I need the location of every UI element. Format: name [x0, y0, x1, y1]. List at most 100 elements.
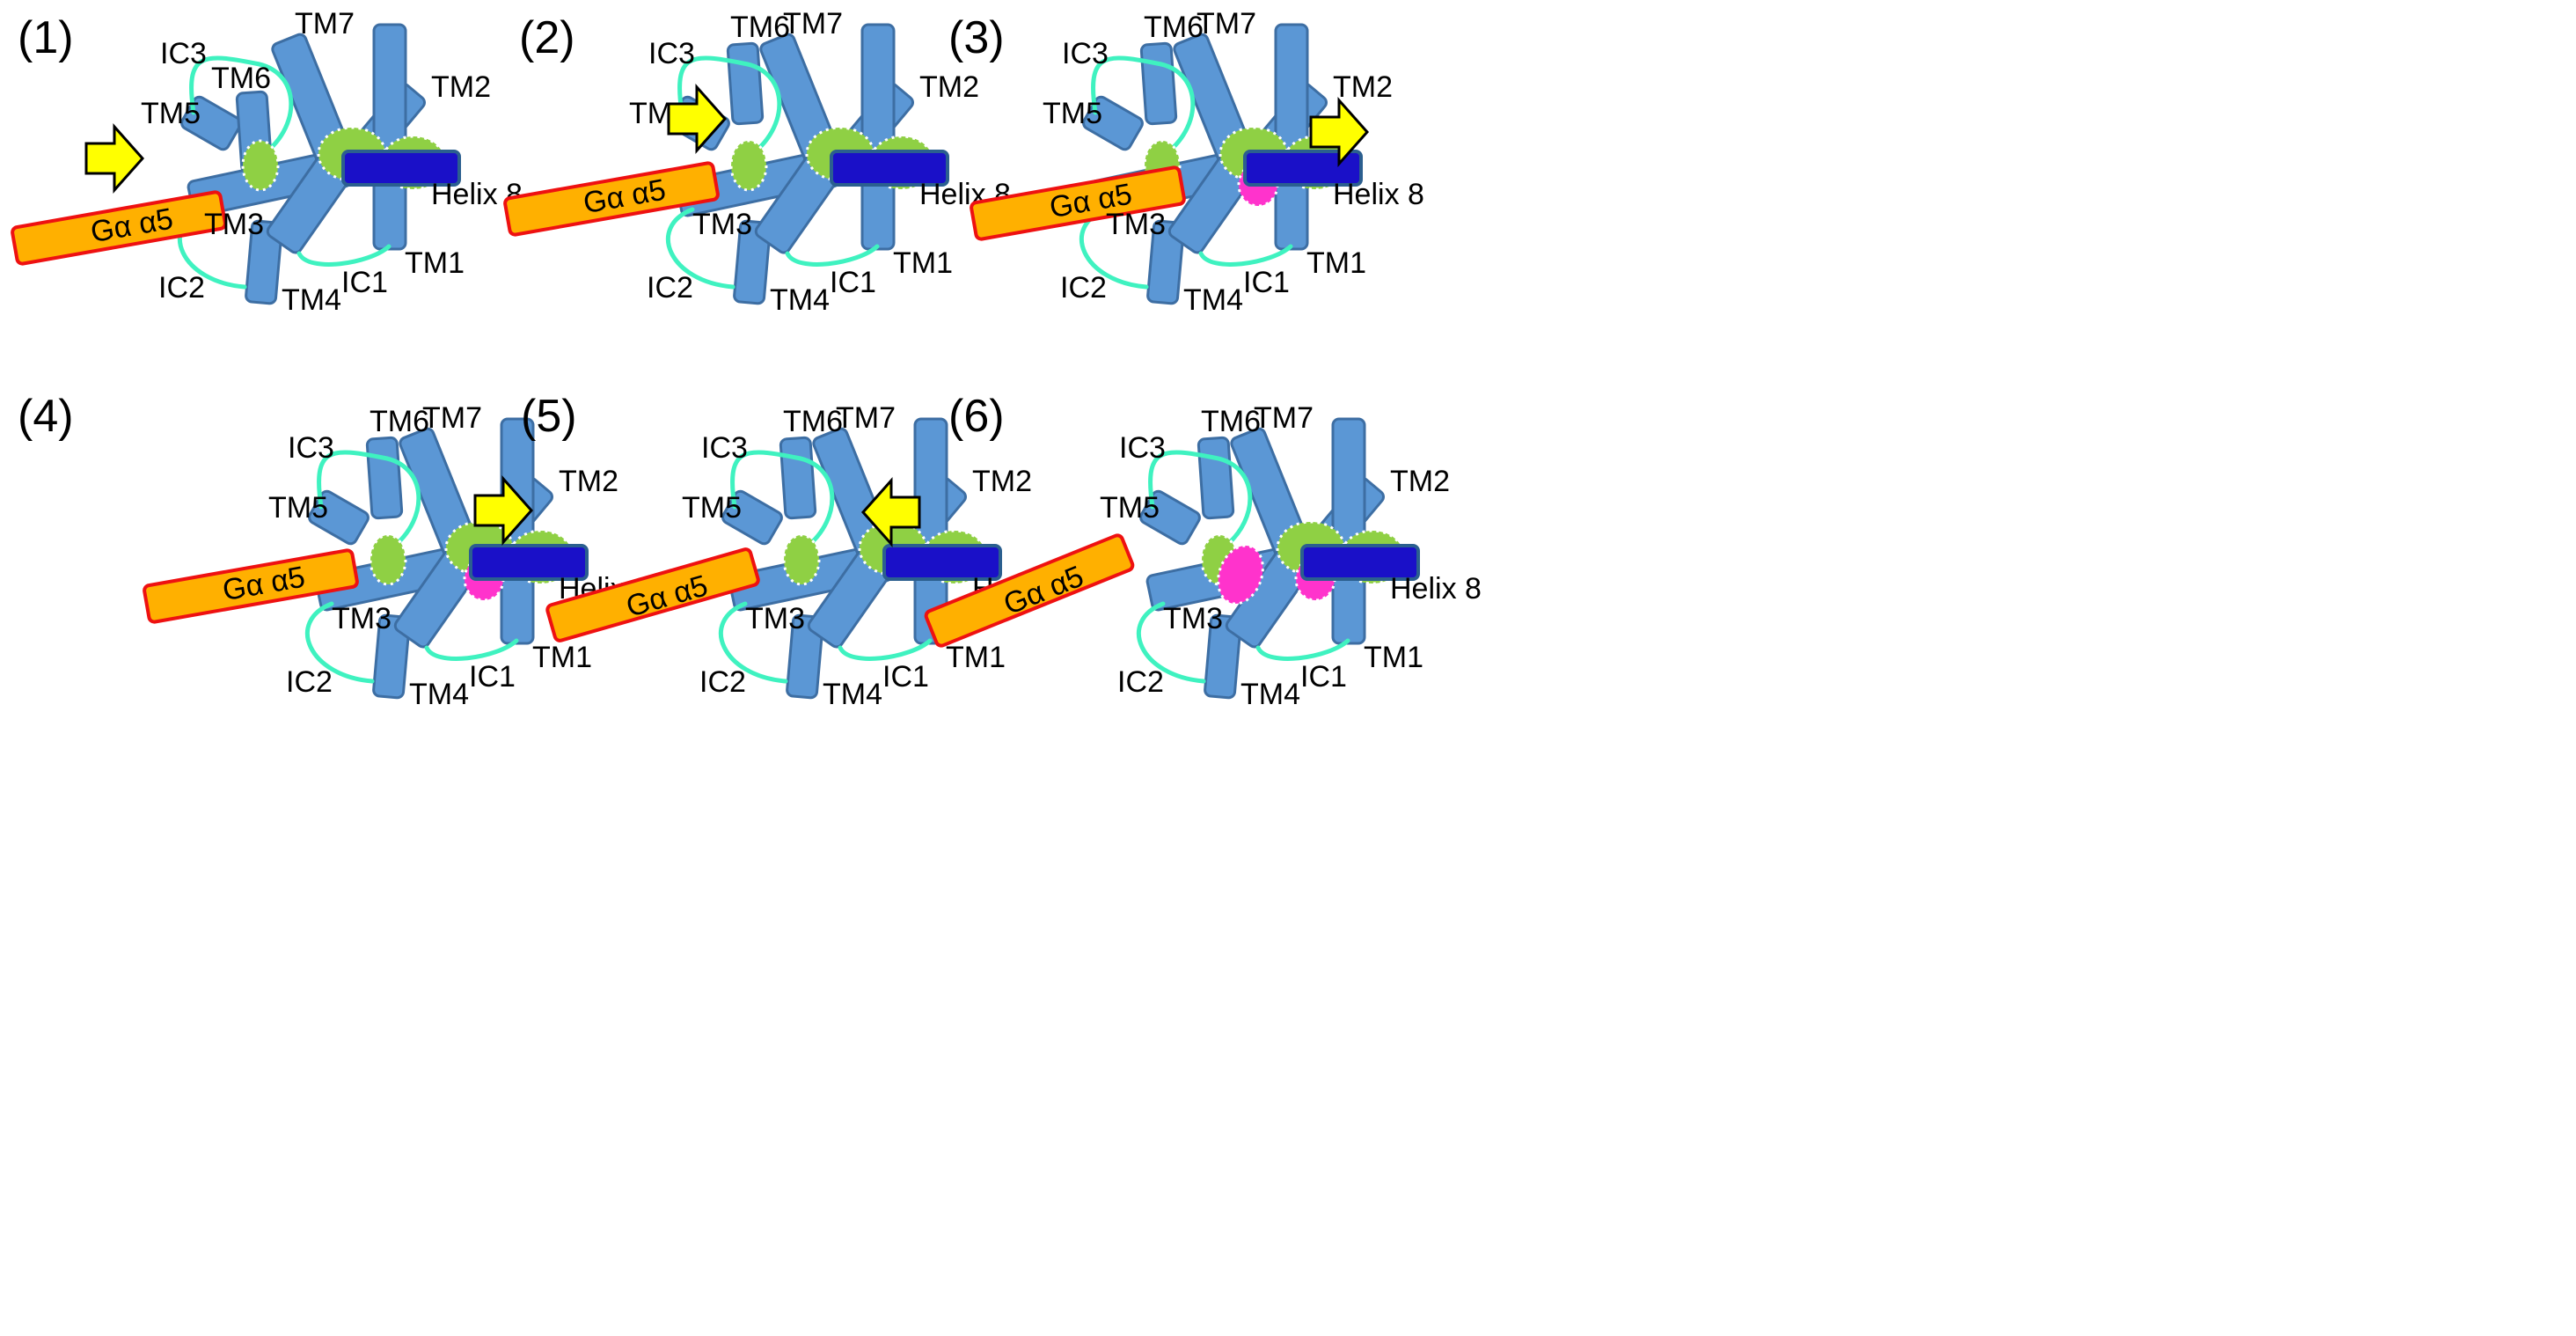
- yellow-arrow: [84, 123, 145, 194]
- tm5-helix: [1139, 489, 1201, 546]
- ic3-label: IC3: [288, 431, 334, 465]
- tm5-label: TM5: [1100, 491, 1160, 525]
- helix8-label: Helix 8: [1390, 572, 1482, 606]
- ic1-label: IC1: [882, 660, 929, 694]
- tm1-label: TM1: [532, 641, 592, 674]
- yellow-arrow: [1309, 97, 1370, 167]
- green-contact-blob: [369, 533, 407, 586]
- helix8-bar: [830, 150, 949, 187]
- galpha-a5-bar: [970, 165, 1186, 241]
- ic2-loop: [304, 601, 375, 684]
- tm5-label: TM5: [1043, 97, 1102, 130]
- panel-number: (4): [18, 391, 74, 442]
- tm4-helix: [733, 219, 772, 305]
- tm2-label: TM2: [972, 465, 1032, 498]
- panel-number: (6): [948, 391, 1005, 442]
- helix8-bar: [1300, 544, 1420, 581]
- tm3-label: TM3: [745, 602, 805, 635]
- tm4-label: TM4: [282, 283, 341, 317]
- ic2-loop: [665, 207, 735, 290]
- ic2-loop: [718, 601, 788, 684]
- yellow-arrow: [860, 477, 921, 547]
- tm3-label: TM3: [204, 208, 264, 241]
- ic1-loop: [1255, 638, 1350, 661]
- tm7-label: TM7: [783, 7, 843, 40]
- tm6-helix: [365, 436, 404, 520]
- ic2-label: IC2: [647, 271, 693, 305]
- tm1-label: TM1: [893, 246, 953, 280]
- tm6-helix: [1197, 436, 1235, 520]
- ic2-label: IC2: [1060, 271, 1107, 305]
- tm6-label: TM6: [783, 405, 843, 438]
- green-contact-blob: [782, 533, 821, 586]
- tm7-label: TM7: [295, 7, 355, 40]
- tm6-label: TM6: [370, 405, 429, 438]
- helix8-bar: [882, 544, 1002, 581]
- helix8-bar: [341, 150, 461, 187]
- tm5-helix: [1082, 95, 1144, 151]
- panel-number: (5): [521, 391, 577, 442]
- galpha-label: Gα α5: [88, 202, 175, 250]
- ic3-loop: [677, 55, 782, 157]
- tm4-helix: [786, 613, 824, 700]
- tm2-label: TM2: [1333, 70, 1393, 104]
- panel-number: (2): [519, 12, 575, 63]
- tm5-helix: [180, 95, 242, 151]
- ic1-loop: [1198, 244, 1293, 267]
- helix8-bar: [469, 544, 589, 581]
- tm3-label: TM3: [1163, 602, 1223, 635]
- tm4-label: TM4: [409, 678, 469, 711]
- tm4-label: TM4: [1183, 283, 1243, 317]
- tm5-helix: [308, 489, 370, 546]
- tm4-helix: [372, 613, 411, 700]
- tm1-label: TM1: [405, 246, 465, 280]
- green-contact-blob: [241, 139, 280, 192]
- tm4-label: TM4: [1240, 678, 1300, 711]
- ic3-loop: [189, 55, 294, 157]
- ic1-label: IC1: [1300, 660, 1347, 694]
- tm7-label: TM7: [1254, 401, 1314, 435]
- magenta-contact-blob: [1217, 544, 1264, 606]
- ic1-label: IC1: [341, 266, 388, 299]
- ic3-loop: [730, 450, 835, 551]
- ic3-label: IC3: [648, 37, 695, 70]
- ic3-label: IC3: [1062, 37, 1109, 70]
- tm1-label: TM1: [1364, 641, 1423, 674]
- galpha-label: Gα α5: [581, 173, 668, 221]
- helix8-label: Helix 8: [1333, 178, 1424, 211]
- ic3-label: IC3: [160, 37, 207, 70]
- ic1-label: IC1: [830, 266, 876, 299]
- tm4-label: TM4: [823, 678, 882, 711]
- ic1-loop: [838, 638, 933, 661]
- tm4-label: TM4: [770, 283, 830, 317]
- tm6-helix: [1139, 41, 1178, 126]
- ic1-label: IC1: [1243, 266, 1290, 299]
- tm3-label: TM3: [1106, 208, 1166, 241]
- galpha-label: Gα α5: [220, 561, 307, 608]
- tm2-label: TM2: [431, 70, 491, 104]
- tm6-label: TM6: [211, 62, 271, 95]
- tm2-label: TM2: [1390, 465, 1450, 498]
- ic1-loop: [296, 244, 392, 267]
- ic3-loop: [1091, 55, 1196, 157]
- ic3-label: IC3: [701, 431, 748, 465]
- tm3-label: TM3: [332, 602, 392, 635]
- tm2-label: TM2: [559, 465, 618, 498]
- galpha-a5-bar: [11, 190, 227, 266]
- tm5-label: TM5: [268, 491, 328, 525]
- panel-number: (1): [18, 12, 74, 63]
- galpha-a5-bar: [143, 548, 359, 624]
- tm4-helix: [1146, 219, 1185, 305]
- galpha-a5-bar: [924, 533, 1135, 648]
- galpha-a5-bar: [545, 547, 760, 642]
- ic2-label: IC2: [1117, 665, 1164, 699]
- tm6-helix: [726, 41, 765, 126]
- tm6-helix: [779, 436, 817, 520]
- helix8-bar: [1243, 150, 1363, 187]
- ic3-label: IC3: [1119, 431, 1166, 465]
- green-contact-blob: [729, 139, 768, 192]
- ic2-label: IC2: [699, 665, 746, 699]
- ic2-loop: [1136, 601, 1206, 684]
- tm7-label: TM7: [1197, 7, 1256, 40]
